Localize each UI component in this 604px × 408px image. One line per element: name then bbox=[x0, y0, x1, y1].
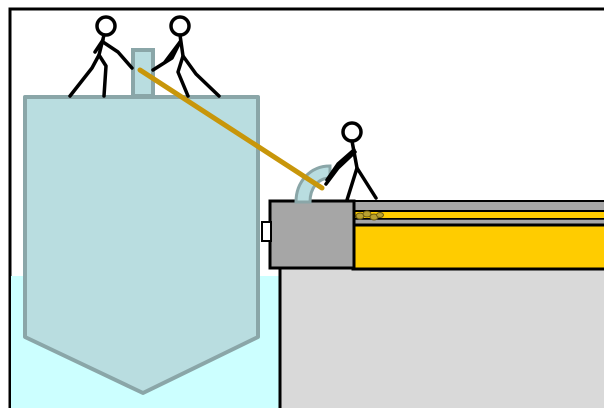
pier-block-tab bbox=[261, 221, 272, 242]
worker-on-pier bbox=[324, 121, 378, 202]
rail-top bbox=[352, 200, 604, 212]
pier-block bbox=[268, 199, 356, 270]
rail-body bbox=[351, 223, 604, 271]
rail-stripe bbox=[352, 210, 604, 220]
worker-right-on-ship bbox=[151, 15, 221, 98]
ship-hull bbox=[23, 95, 260, 395]
worker-left-on-ship bbox=[68, 15, 134, 98]
pier bbox=[278, 266, 604, 408]
mooring-line bbox=[137, 67, 325, 191]
rope-coil bbox=[355, 210, 384, 221]
